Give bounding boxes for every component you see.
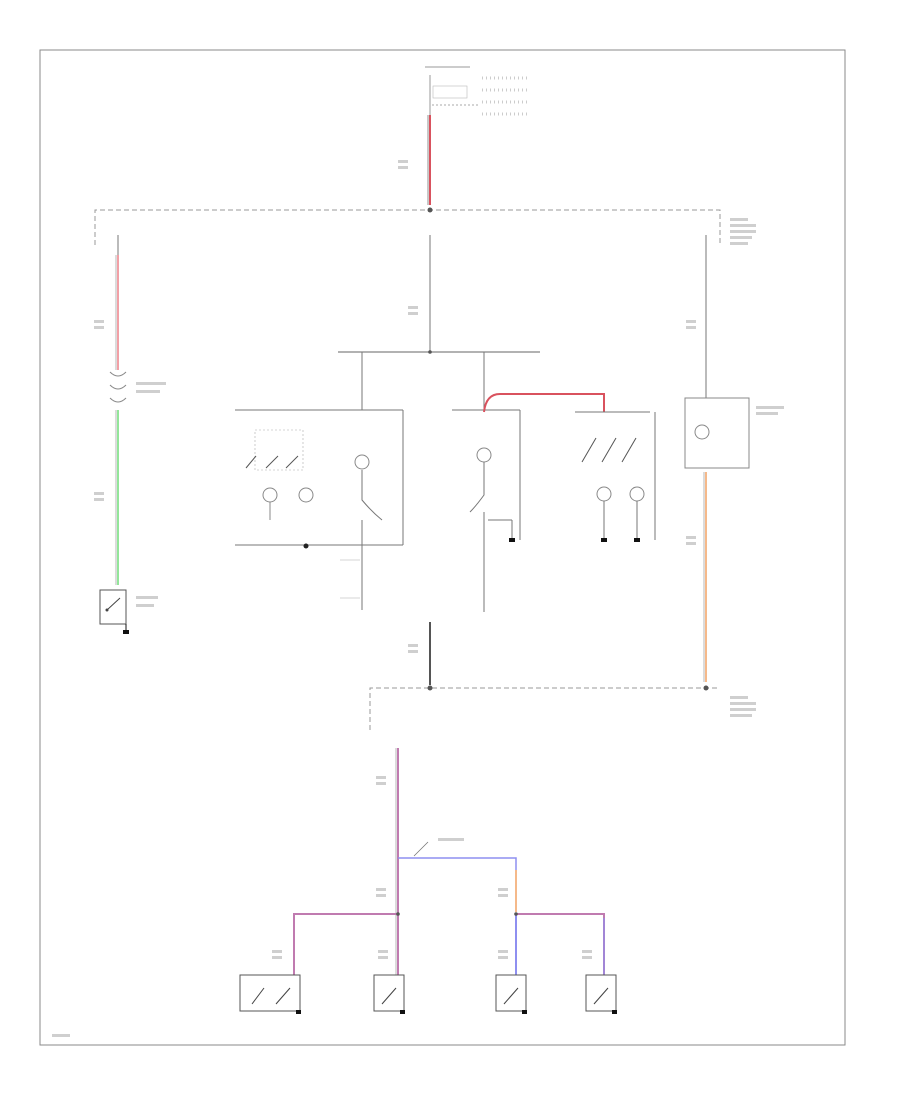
right-control-box: [684, 397, 750, 469]
joint-top-node: [427, 207, 433, 213]
wire-purple-left: [293, 913, 398, 975]
ground-door-b: [400, 1010, 405, 1014]
door-switch-network: [239, 748, 617, 1014]
door-switch-box: [585, 974, 617, 1012]
lamp-icon: [298, 487, 314, 503]
ground-right-b: [634, 538, 640, 542]
lamp-icon: [629, 486, 645, 502]
wire-red-right: [483, 393, 605, 413]
center-module: [452, 352, 521, 612]
joint-bottom-node: [427, 685, 433, 691]
lamp-icon: [596, 486, 612, 502]
ground-center: [509, 538, 515, 542]
ground-door-c: [522, 1010, 527, 1014]
ground-door-a: [296, 1010, 301, 1014]
door-switch-box: [495, 974, 527, 1012]
ground-door-d: [612, 1010, 617, 1014]
left-branch: [99, 235, 129, 634]
joint-connector-bottom: [369, 687, 720, 730]
center-trunk: [338, 235, 540, 354]
right-module: [575, 411, 656, 542]
right-branch: [684, 235, 750, 682]
ground-left: [123, 630, 129, 634]
lamp-icon: [262, 487, 278, 503]
connector-inline-left: [109, 371, 127, 403]
wire-purple-right: [516, 913, 605, 975]
door-switch-box: [373, 974, 405, 1012]
junction-dot: [303, 543, 309, 549]
lamp-icon: [354, 454, 370, 470]
joint-connector-top: [94, 209, 721, 245]
left-module: [235, 352, 404, 610]
ground-right-a: [601, 538, 607, 542]
unreadable-label-marks: [52, 160, 784, 1037]
wire-blue-branch: [398, 857, 517, 900]
left-switch-box: [99, 589, 127, 625]
lamp-icon: [694, 424, 710, 440]
diagram-border: [39, 49, 846, 1046]
lamp-icon: [476, 447, 492, 463]
door-switch-box: [239, 974, 301, 1012]
power-source-block: [425, 66, 530, 116]
